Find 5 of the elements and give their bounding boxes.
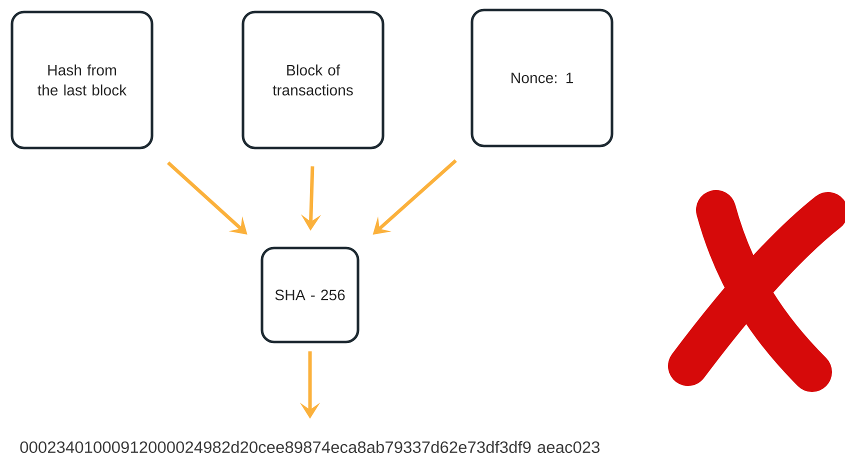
process-box: Nonce: 1 [470, 8, 614, 148]
hash-output-text: 00023401000912000024982d20cee89874eca8ab79337d62e73df3df9 aeac023 [20, 440, 600, 454]
process-box: Block of transactions [242, 10, 384, 150]
process-box: Hash from the last block [10, 10, 154, 150]
process-box: SHA - 256 [260, 246, 360, 344]
